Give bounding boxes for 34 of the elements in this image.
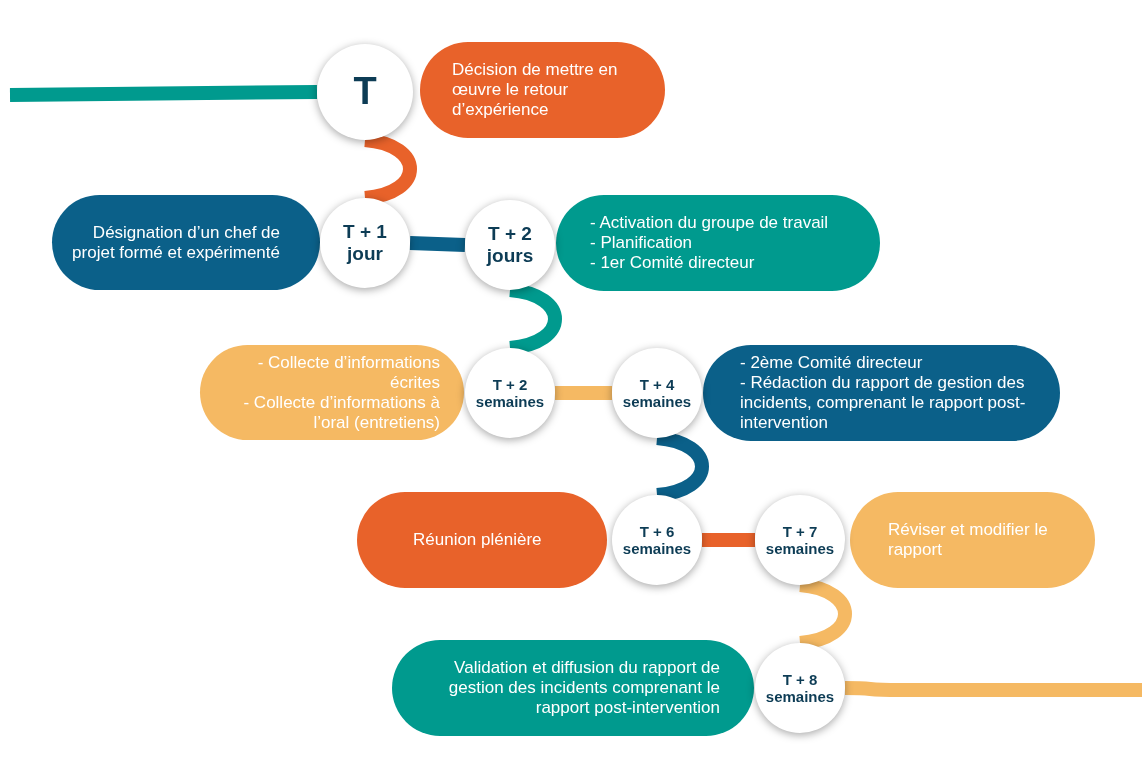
step-pill xyxy=(703,345,1060,441)
time-circle: T + 4 semaines xyxy=(612,348,702,438)
time-circle: T + 6 semaines xyxy=(612,495,702,585)
step-pill xyxy=(556,195,880,291)
step-text: - 2ème Comité directeur xyxy=(740,353,924,373)
time-circle: T xyxy=(317,44,413,140)
step-pill xyxy=(52,195,320,290)
connector-line xyxy=(702,533,755,547)
connector-line xyxy=(555,386,612,400)
step-pill xyxy=(200,345,464,440)
step-text: - Planification xyxy=(590,233,694,253)
step-text: - 1er Comité directeur xyxy=(590,253,756,273)
connector-line xyxy=(844,681,1142,697)
connector-line xyxy=(9,85,318,102)
step-text: - Activation du groupe de travail xyxy=(590,213,830,233)
connector-line xyxy=(798,578,852,650)
step-pill xyxy=(392,640,754,736)
time-circle: T + 1 jour xyxy=(320,198,410,288)
connector-line xyxy=(508,283,562,355)
connector-line xyxy=(409,236,466,252)
step-text: Réviser et modifier le rapport xyxy=(888,520,1049,560)
time-circle: T + 2 semaines xyxy=(465,348,555,438)
step-text: Décision de mettre en œuvre le retour d’expérience xyxy=(452,60,619,120)
step-text: Réunion plénière xyxy=(413,530,543,550)
connector-line xyxy=(655,431,709,502)
time-circle: T + 7 semaines xyxy=(755,495,845,585)
time-circle: T + 8 semaines xyxy=(755,643,845,733)
step-text: Validation et diffusion du rapport de gestion des incidents comprenant le rapport post-intervention xyxy=(447,658,720,718)
step-text: Désignation d’un chef de projet formé et expérimenté xyxy=(72,222,280,263)
connector-line xyxy=(363,133,417,205)
step-text: - Collecte d’informations à l’oral (entretiens) xyxy=(242,392,440,433)
time-circle: T + 2 jours xyxy=(465,200,555,290)
step-text: - Rédaction du rapport de gestion des incidents, comprenant le rapport post-intervention xyxy=(740,373,1027,433)
step-text: - Collecte d’informations écrites xyxy=(256,352,440,393)
